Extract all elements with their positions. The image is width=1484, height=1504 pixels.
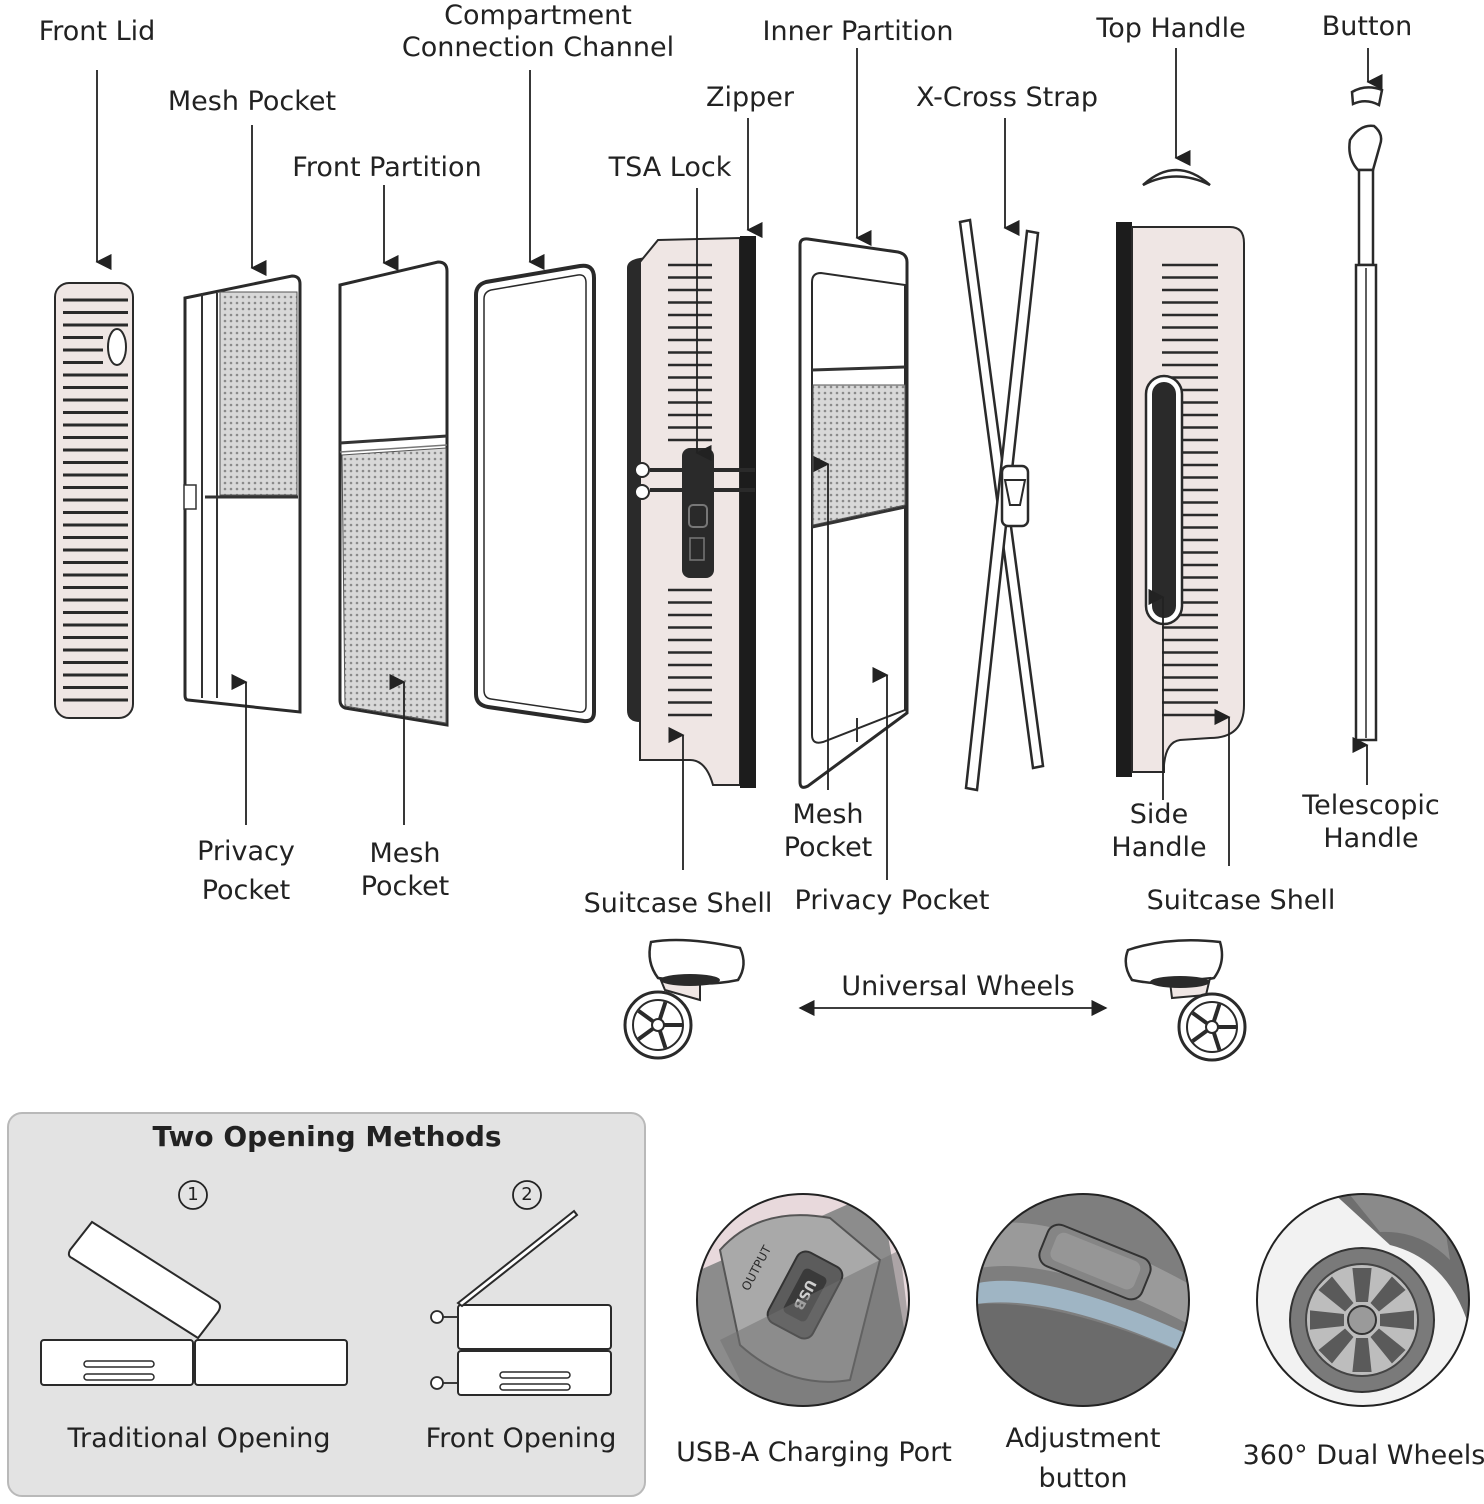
compartment-channel [474,263,596,724]
wheel-spoke [1380,1310,1414,1330]
wheel-spoke [1352,1338,1372,1372]
label-suitcase-shell-left: Suitcase Shell [583,888,773,919]
label-traditional-opening: Traditional Opening [67,1423,331,1454]
label-mesh-pocket-inner: Mesh Pocket [783,799,873,863]
adjustment-button-closeup [976,1193,1190,1407]
label-button: Button [1321,11,1413,42]
label-privacy-pocket-left: Privacy Pocket [197,836,295,906]
label-compartment-channel: Compartment Connection Channel [401,0,675,63]
opening-methods-panel [7,1112,646,1497]
label-front-opening: Front Opening [425,1423,617,1454]
label-side-handle: Side Handle [1111,799,1207,863]
usb-port-closeup: USB OUTPUT [696,1193,910,1407]
method-1-digit: 1 [187,1184,199,1205]
mesh-pocket-panel [183,274,302,714]
suitcase-shell-left [627,236,756,788]
label-x-cross-strap: X-Cross Strap [916,82,1098,113]
front-lid [54,282,134,719]
label-front-lid: Front Lid [38,16,156,47]
label-zipper: Zipper [706,82,794,113]
suitcase-shell-right [1116,168,1245,777]
label-front-partition: Front Partition [292,152,482,183]
wheel-spoke [1318,1276,1354,1312]
x-cross-strap [958,218,1045,792]
front-opening-illustration [430,1209,612,1396]
label-inner-partition: Inner Partition [762,16,954,47]
traditional-opening-illustration [40,1220,348,1386]
wheel-spoke [1370,1276,1406,1312]
label-dual-wheels: 360° Dual Wheels [1242,1440,1484,1471]
label-suitcase-shell-right: Suitcase Shell [1146,885,1336,916]
label-tsa-lock: TSA Lock [608,152,732,183]
label-top-handle: Top Handle [1096,13,1246,44]
wheel-spoke [1310,1310,1344,1330]
dual-wheels-closeup [1256,1193,1470,1407]
label-privacy-pocket-inner: Privacy Pocket [794,885,990,916]
leader-lines [95,48,1383,1017]
label-mesh-pocket-top: Mesh Pocket [167,86,337,117]
label-mesh-pocket-left: Mesh Pocket [360,838,450,902]
label-universal-wheels: Universal Wheels [841,971,1075,1002]
universal-wheel-left [623,938,745,1060]
inner-partition [798,237,909,789]
telescopic-handle-assembly [1348,86,1384,742]
front-partition [338,260,449,727]
label-usb-charging-port: USB-A Charging Port [676,1437,952,1468]
wheel-spoke [1318,1328,1354,1364]
wheel-spoke [1352,1268,1372,1302]
label-adjustment-button: Adjustment button [1005,1423,1161,1494]
wheel-spoke [1370,1328,1406,1364]
method-2-digit: 2 [521,1184,533,1205]
label-telescopic-handle: Telescopic Handle [1302,790,1440,854]
opening-panel-title: Two Opening Methods [152,1120,502,1153]
universal-wheel-right [1124,938,1247,1062]
